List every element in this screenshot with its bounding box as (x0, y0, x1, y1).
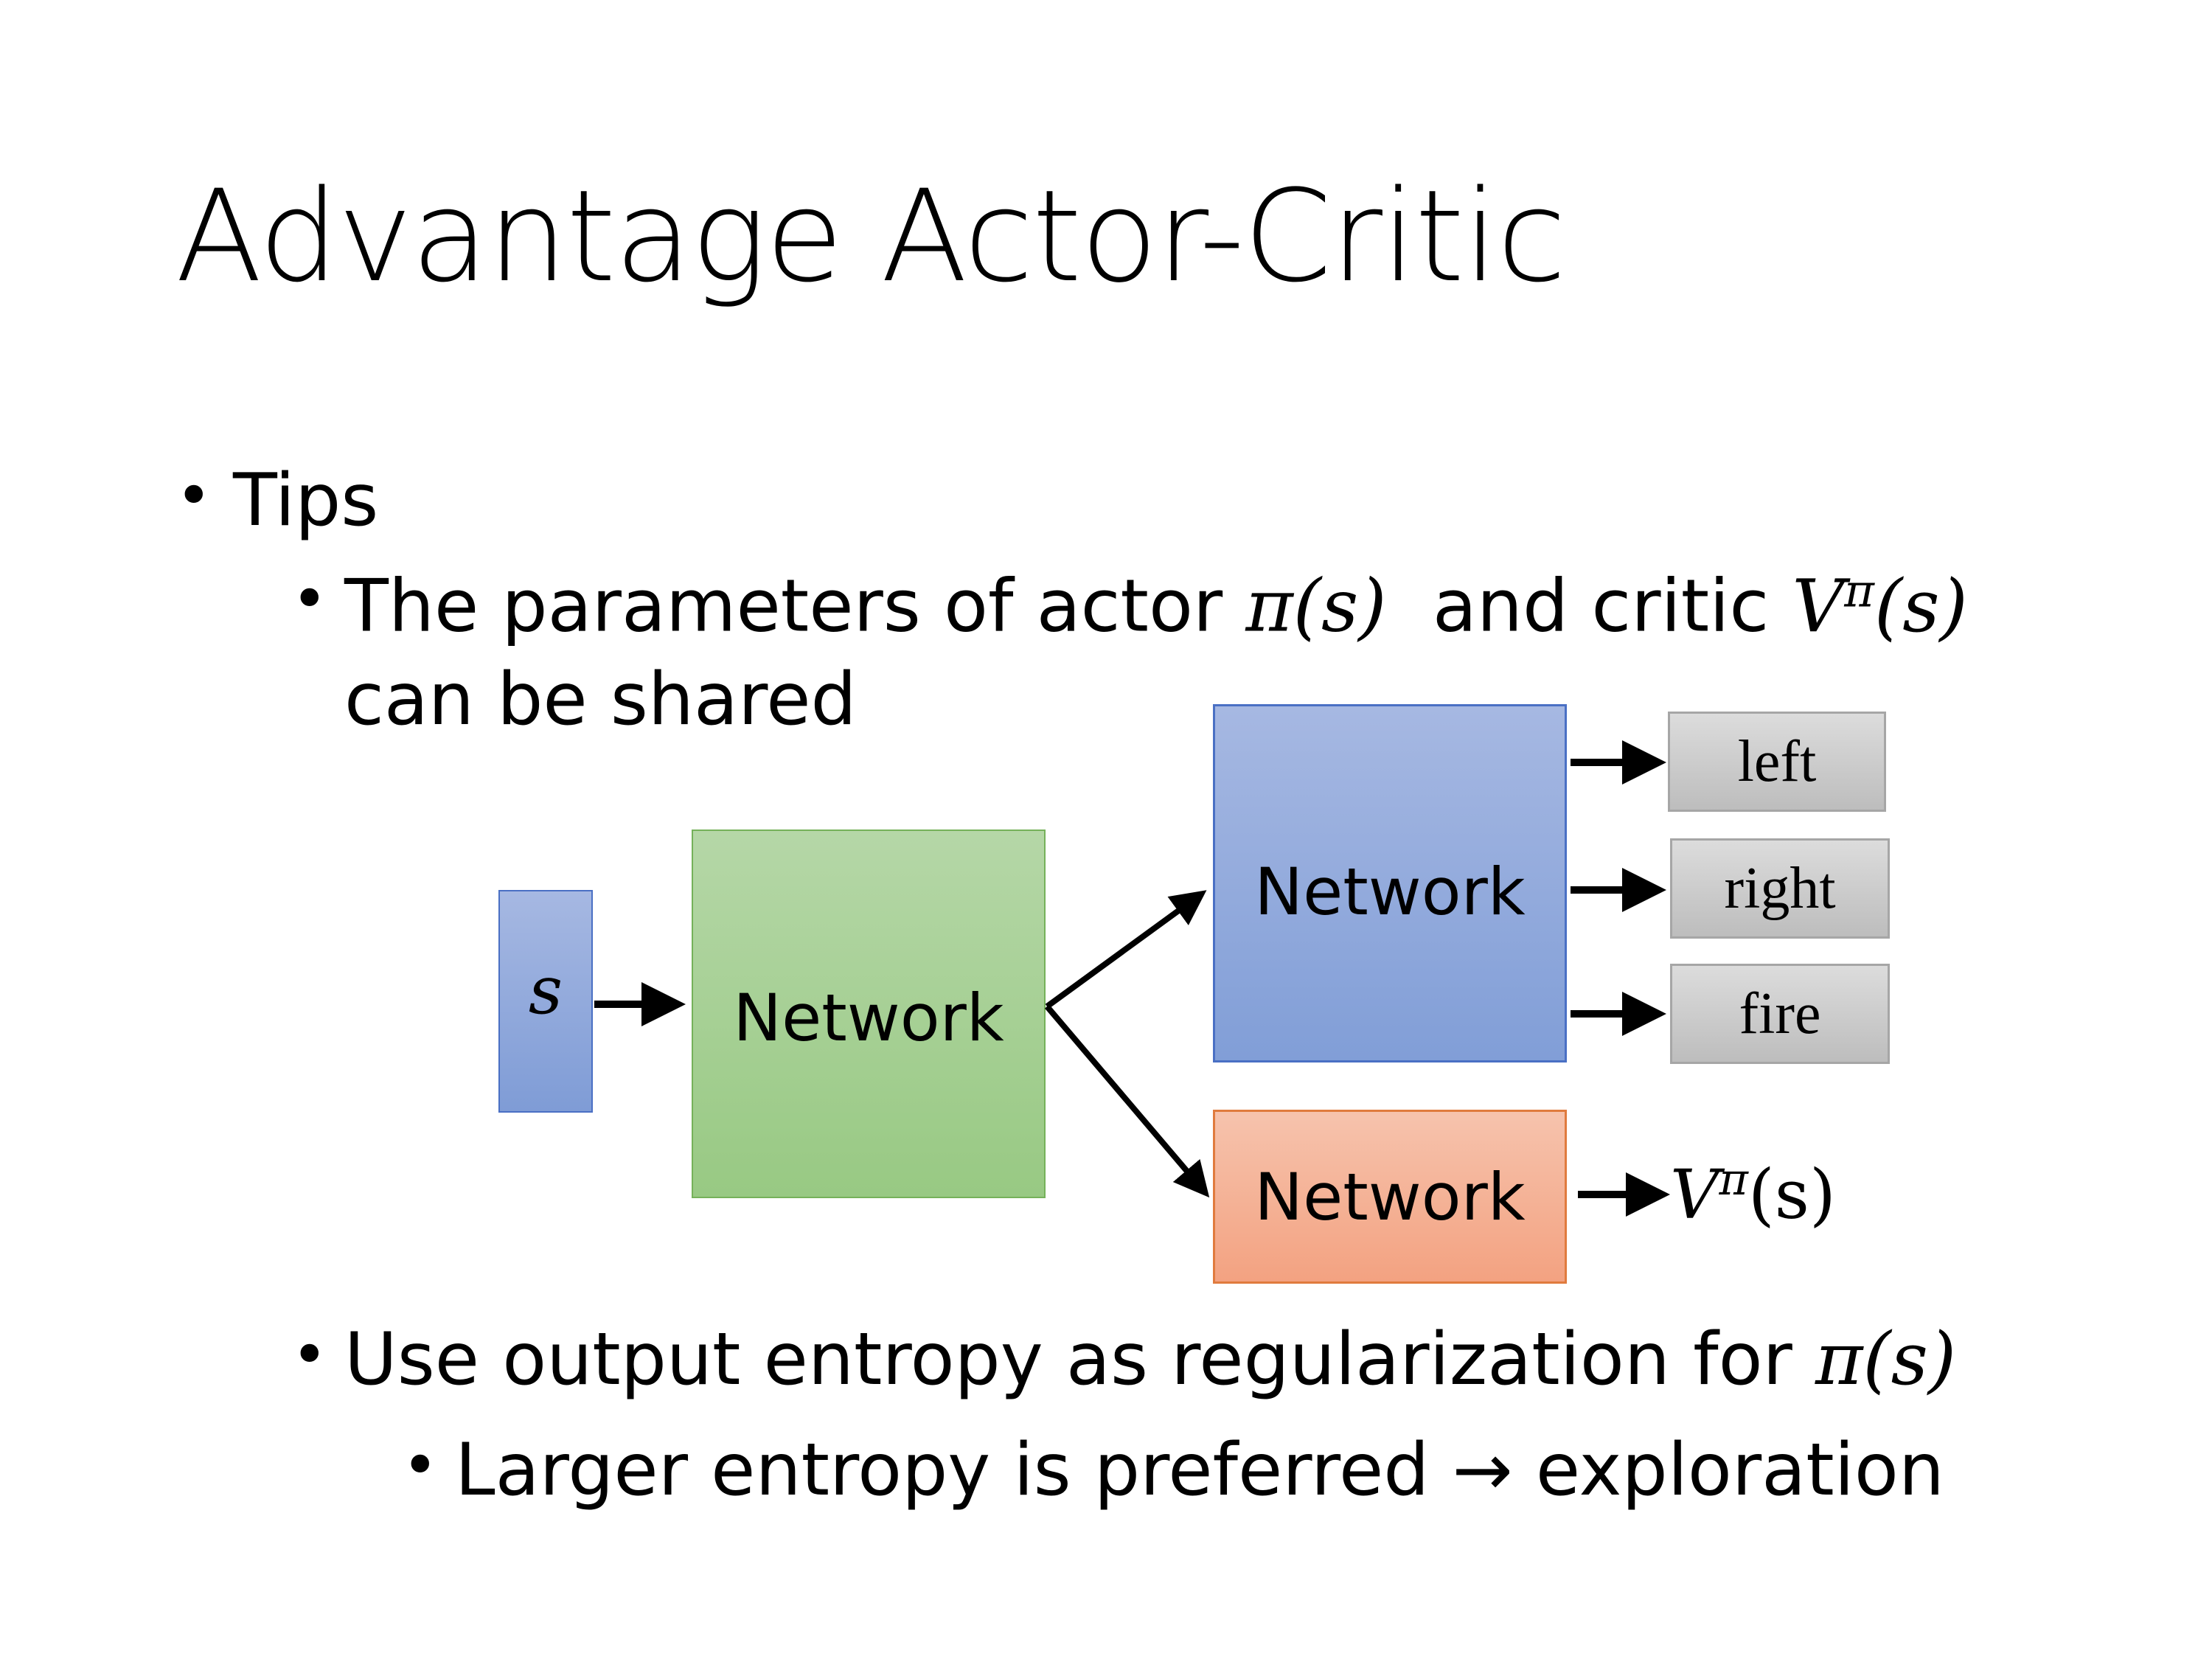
arrow-shared-to-actor (1045, 890, 1207, 1009)
bullet-dot: • (402, 1429, 439, 1501)
action-right-box: right (1670, 838, 1890, 939)
shared-network-box: Network (692, 830, 1046, 1198)
actor-symbol: π(s) (1815, 1318, 1957, 1402)
bullet-text: Larger entropy is preferred → exploratio… (455, 1428, 1944, 1512)
bullet-text: Use output entropy as regularization for… (344, 1318, 1957, 1402)
bullet-dot: • (291, 1318, 328, 1391)
action-left-box: left (1668, 712, 1886, 812)
critic-network-box: Network (1213, 1110, 1567, 1284)
bullet-text-line1: The parameters of actor π(s) and critic … (344, 563, 1968, 649)
value-output-label: Vπ(s) (1670, 1154, 1836, 1234)
bullet-text-line2: can be shared (344, 658, 857, 742)
critic-symbol: Vπ(s) (1792, 563, 1968, 649)
arrow-shared-to-critic (1044, 1004, 1210, 1198)
bullet-dot: • (175, 459, 212, 532)
actor-network-box: Network (1213, 704, 1567, 1062)
action-fire-box: fire (1670, 964, 1890, 1064)
input-state-box: s (498, 890, 593, 1113)
actor-symbol: π(s) (1245, 564, 1387, 649)
bullet-dot: • (291, 563, 328, 635)
slide-title: Advantage Actor-Critic (175, 162, 1567, 310)
bullet-text: Tips (233, 459, 379, 543)
